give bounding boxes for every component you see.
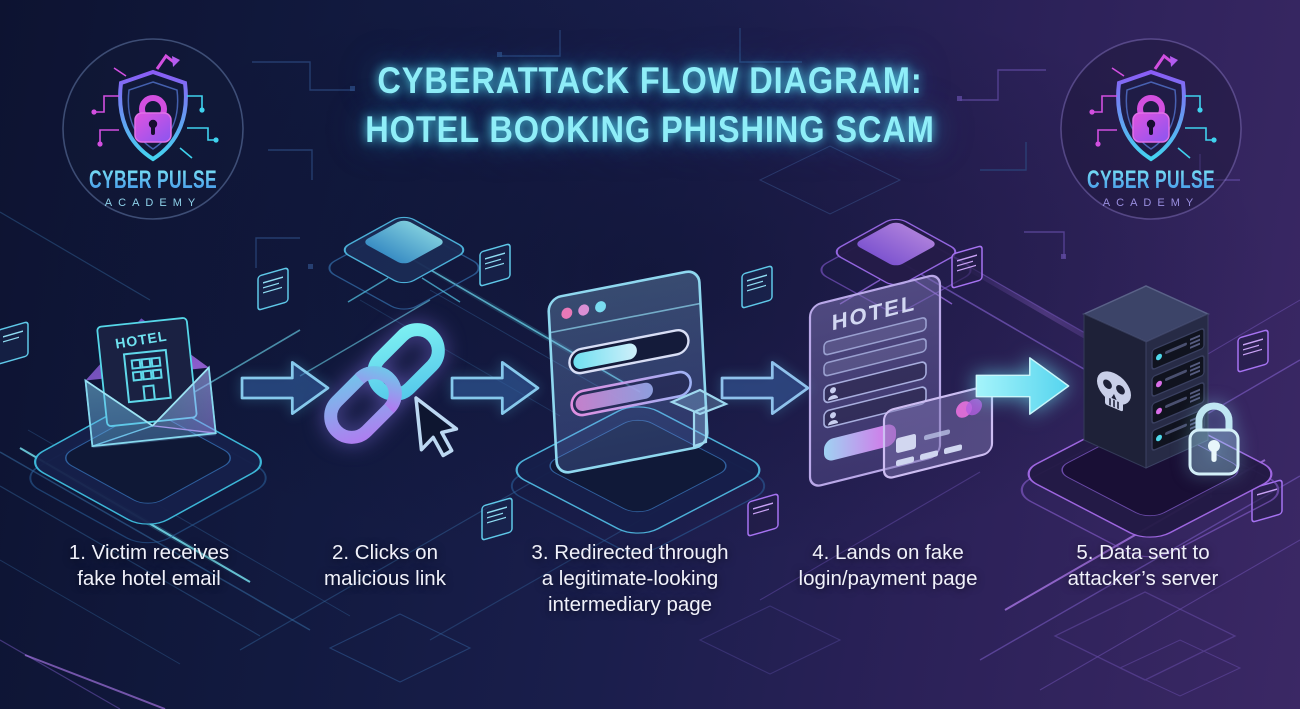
skull-icon: [1097, 371, 1131, 412]
flow-arrow-3: [720, 361, 810, 415]
data-card-decoration: [479, 243, 511, 287]
step-4-caption: 4. Lands on fake login/payment page: [756, 540, 1020, 592]
flow-arrow-1: [240, 361, 330, 415]
title-line-2: HOTEL BOOKING PHISHING SCAM: [365, 109, 935, 150]
malicious-link-chain-icon: [324, 323, 459, 458]
fake-login-payment-icon: HOTEL: [808, 274, 994, 487]
shield-lock-icon: [1089, 53, 1217, 162]
circuit-chip-decoration: [820, 218, 972, 312]
url-progress-bar: [568, 328, 690, 375]
logo-subtitle: ACADEMY: [105, 197, 201, 209]
logo-name: CYBER PULSE: [1087, 166, 1215, 194]
data-card-decoration: [0, 321, 29, 365]
caption-line: 1. Victim receives: [68, 541, 230, 564]
form-field: [823, 338, 927, 377]
username-input: [823, 361, 927, 404]
caption-line: 5. Data sent to: [1076, 541, 1210, 564]
submit-button-shape: [824, 424, 896, 461]
data-card-decoration: [1251, 479, 1283, 523]
logo-name: CYBER PULSE: [89, 166, 217, 194]
window-dot: [595, 301, 607, 313]
password-input: [823, 386, 927, 429]
cursor-icon: [414, 396, 459, 458]
caption-line: intermediary page: [547, 593, 713, 616]
window-dot: [561, 307, 573, 319]
browser-redirect-icon: [510, 270, 766, 553]
step-1-caption: 1. Victim receives fake hotel email: [24, 540, 274, 592]
data-card-decoration: [951, 245, 983, 289]
caption-line: login/payment page: [798, 567, 978, 590]
open-envelope: HOTEL: [84, 317, 217, 449]
hotel-building-icon: [122, 348, 172, 404]
step-3-caption: 3. Redirected through a legitimate-looki…: [494, 540, 766, 618]
flow-arrow-4: [975, 357, 1070, 415]
server-tower: [1082, 285, 1210, 469]
caption-line: fake hotel email: [77, 567, 221, 590]
hotel-email-envelope-icon: HOTEL: [29, 317, 267, 544]
server-racks: [1151, 328, 1205, 451]
caption-line: 3. Redirected through: [531, 541, 729, 564]
cyber-pulse-academy-logo: CYBER PULSE ACADEMY: [1060, 38, 1242, 220]
caption-line: attacker’s server: [1067, 567, 1219, 590]
data-card-decoration: [1237, 329, 1269, 373]
iso-cursor-icon: [669, 388, 729, 448]
cyber-pulse-academy-logo: CYBER PULSE ACADEMY: [62, 38, 244, 220]
form-field: [823, 317, 927, 356]
attacker-server-icon: [1020, 285, 1280, 558]
circuit-chip-decoration: [328, 216, 480, 310]
chain-links: [324, 323, 445, 444]
data-card-decoration: [747, 493, 779, 537]
caption-line: 2. Clicks on: [332, 541, 438, 564]
data-card-decoration: [741, 265, 773, 309]
step-5-caption: 5. Data sent to attacker’s server: [1010, 540, 1276, 592]
padlock-icon: [1188, 402, 1240, 476]
title-line-1: CYBERATTACK FLOW DIAGRAM:: [377, 60, 923, 101]
caption-line: a legitimate-looking: [541, 567, 719, 590]
caption-line: 4. Lands on fake: [812, 541, 964, 564]
shield-lock-icon: [91, 53, 219, 162]
browser-window: [547, 270, 709, 474]
flow-arrow-2: [450, 361, 540, 415]
step-2-caption: 2. Clicks on malicious link: [262, 540, 508, 592]
logo-subtitle: ACADEMY: [1103, 197, 1199, 209]
caption-line: malicious link: [324, 567, 446, 590]
window-dot: [578, 304, 590, 316]
data-card-decoration: [257, 267, 289, 311]
data-card-decoration: [481, 497, 513, 541]
card-chip: [896, 434, 916, 453]
loading-bar: [570, 370, 692, 417]
page-title: CYBERATTACK FLOW DIAGRAM: HOTEL BOOKING …: [0, 56, 1300, 154]
credit-card: [882, 385, 994, 479]
